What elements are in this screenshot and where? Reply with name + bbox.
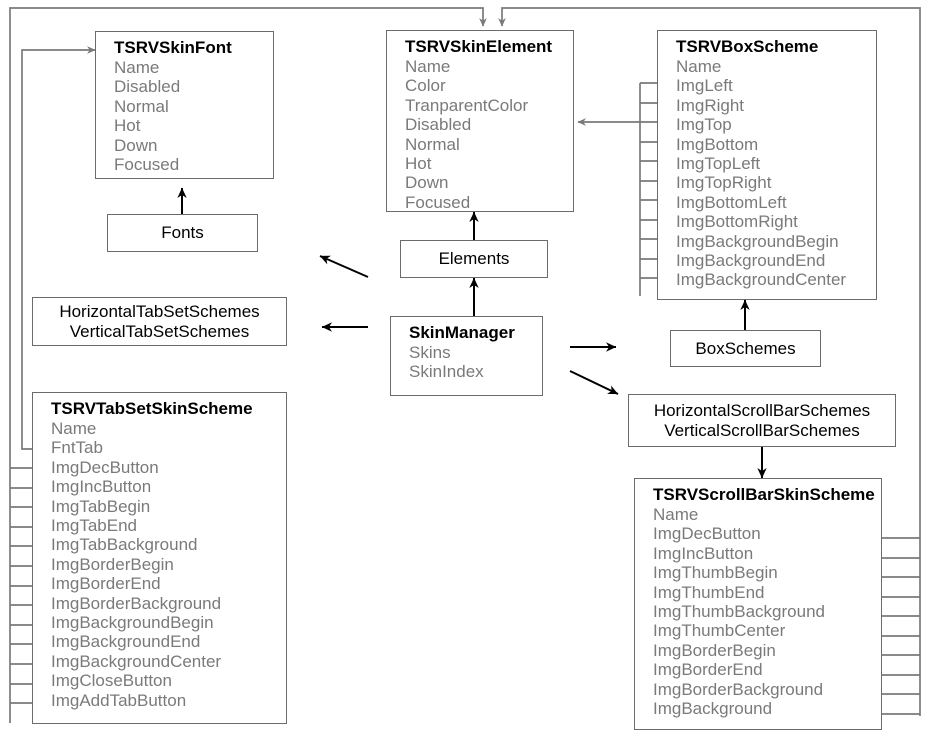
class-member: ImgBackgroundBegin — [51, 613, 214, 633]
collection-box-tabsetschemes[interactable]: HorizontalTabSetSchemes VerticalTabSetSc… — [32, 297, 287, 346]
collection-box-fonts[interactable]: Fonts — [107, 214, 258, 252]
class-member: ImgBottomRight — [676, 212, 798, 232]
class-member: ImgRight — [676, 95, 745, 115]
class-member: Disabled — [405, 115, 472, 135]
class-member: Color — [405, 76, 446, 96]
collection-label-line1: HorizontalTabSetSchemes — [59, 301, 260, 321]
class-member: ImgBorderBegin — [653, 640, 776, 660]
class-member: ImgAddTabButton — [51, 690, 187, 710]
class-member: Hot — [405, 154, 432, 174]
class-member: ImgTabEnd — [51, 516, 137, 536]
class-member: ImgIncButton — [653, 543, 754, 563]
wire-fnttab-to-skinfont — [21, 46, 96, 450]
class-member: ImgTabBegin — [51, 496, 151, 516]
class-box-tsrvtabsetskinscheme[interactable]: TSRVTabSetSkinScheme Name FntTab ImgDecB… — [32, 392, 287, 724]
class-box-tsrvskinelement[interactable]: TSRVSkinElement Name Color TranparentCol… — [386, 30, 574, 212]
class-member: Name — [114, 58, 160, 77]
class-member: ImgBorderEnd — [51, 574, 161, 594]
class-title: TSRVSkinElement — [405, 37, 553, 56]
class-member: ImgBackground — [653, 699, 773, 719]
collection-label-line2: VerticalScrollBarSchemes — [664, 420, 860, 440]
class-member: Hot — [114, 116, 141, 136]
collection-box-boxschemes[interactable]: BoxSchemes — [670, 330, 821, 367]
class-member: ImgThumbBegin — [653, 563, 778, 583]
class-member: ImgThumbEnd — [653, 582, 765, 602]
class-member: ImgBackgroundEnd — [676, 251, 826, 271]
class-member: Normal — [114, 96, 169, 116]
collection-label: Fonts — [161, 223, 204, 242]
class-member: ImgCloseButton — [51, 671, 172, 691]
class-member: ImgBackgroundEnd — [51, 632, 201, 652]
class-member: Name — [51, 419, 97, 438]
class-member: Skins — [409, 343, 451, 362]
wire-skinmanager-to-fonts — [319, 255, 369, 278]
class-member: ImgTop — [676, 115, 732, 135]
collection-label: Elements — [438, 249, 510, 268]
class-member: SkinIndex — [409, 362, 484, 382]
class-member: ImgBorderEnd — [653, 660, 763, 680]
collection-box-scrollbarschemes[interactable]: HorizontalScrollBarSchemes VerticalScrol… — [628, 394, 896, 447]
class-member: ImgBottom — [676, 134, 759, 154]
class-member: TranparentColor — [405, 95, 529, 115]
class-member: Name — [405, 57, 451, 76]
class-member: ImgIncButton — [51, 477, 152, 497]
class-member: ImgBottomLeft — [676, 192, 787, 212]
class-title: TSRVBoxScheme — [676, 37, 819, 56]
class-member: Down — [114, 135, 158, 155]
class-box-tsrvboxscheme[interactable]: TSRVBoxScheme Name ImgLeft ImgRight ImgT… — [657, 30, 877, 300]
class-title: TSRVSkinFont — [114, 38, 232, 57]
class-member: Disabled — [114, 77, 181, 97]
wire-skinmanager-to-scrollbarschemes — [569, 370, 619, 395]
class-member: ImgBorderBackground — [653, 679, 824, 699]
class-member: ImgBackgroundCenter — [51, 651, 222, 671]
class-member: Focused — [405, 192, 471, 212]
class-title: TSRVScrollBarSkinScheme — [653, 485, 875, 504]
class-title: TSRVTabSetSkinScheme — [51, 399, 253, 418]
class-member: ImgBackgroundCenter — [676, 270, 847, 290]
class-member: ImgTopRight — [676, 173, 772, 193]
collection-label-line1: HorizontalScrollBarSchemes — [653, 400, 871, 420]
collection-box-elements[interactable]: Elements — [400, 240, 548, 278]
class-member: ImgBackgroundBegin — [676, 231, 839, 251]
collection-label-line2: VerticalTabSetSchemes — [69, 321, 250, 341]
class-member: Down — [405, 173, 449, 193]
class-member: ImgLeft — [676, 76, 733, 96]
class-member: ImgTabBackground — [51, 535, 198, 555]
class-box-tsrvskinfont[interactable]: TSRVSkinFont Name Disabled Normal Hot Do… — [95, 31, 274, 179]
class-member: FntTab — [51, 438, 103, 458]
class-member: ImgThumbCenter — [653, 621, 786, 641]
class-member: ImgTopLeft — [676, 154, 761, 174]
class-member: Name — [653, 505, 699, 524]
class-member: Normal — [405, 134, 460, 154]
class-box-skinmanager[interactable]: SkinManager Skins SkinIndex — [390, 316, 543, 396]
class-box-tsrvscrollbarskinscheme[interactable]: TSRVScrollBarSkinScheme Name ImgDecButto… — [634, 478, 882, 730]
class-member: ImgThumbBackground — [653, 602, 825, 622]
class-member: Focused — [114, 155, 180, 175]
class-member: ImgBorderBackground — [51, 593, 222, 613]
class-member: Name — [676, 57, 722, 76]
class-member: ImgDecButton — [51, 457, 159, 477]
collection-label: BoxSchemes — [695, 338, 796, 358]
class-title: SkinManager — [409, 323, 515, 342]
class-member: ImgBorderBegin — [51, 554, 174, 574]
class-member: ImgDecButton — [653, 524, 761, 544]
